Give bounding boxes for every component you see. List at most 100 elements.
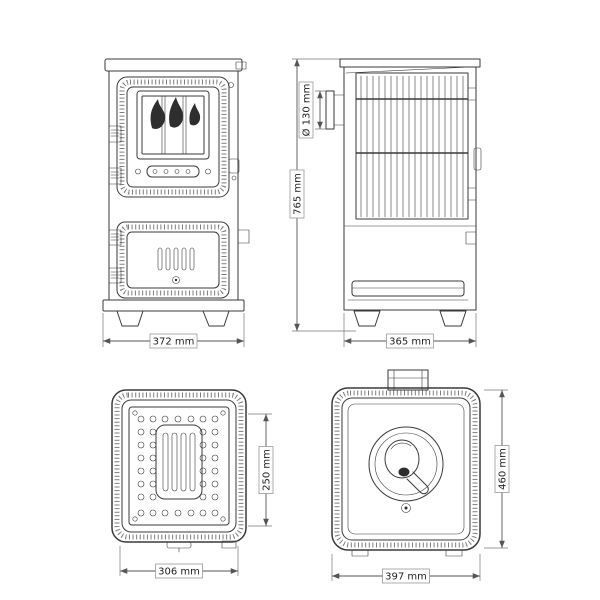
vent-hole (149, 415, 157, 423)
vent-hole (137, 493, 145, 501)
flame-graphic (150, 97, 201, 129)
ash-lever (237, 229, 250, 244)
ash-lever (465, 231, 477, 245)
grill-rails (356, 98, 468, 154)
fire-door-inner (126, 86, 220, 188)
foot-right (202, 310, 230, 327)
vent-hole (199, 467, 207, 475)
vent-hole (199, 493, 207, 501)
bottom-lever (166, 541, 192, 553)
fire-door (108, 76, 240, 198)
top-inner-frame (341, 397, 471, 541)
dimension-back-height: 250 mm (248, 413, 274, 527)
vent-hole (149, 428, 157, 436)
stove-body (343, 66, 477, 311)
bottom-tab (221, 540, 237, 549)
foot-front (353, 310, 381, 327)
vent-hole (199, 428, 207, 436)
ash-door-inner (126, 231, 220, 289)
vent-hole (149, 454, 157, 462)
glass-mullions (161, 95, 187, 155)
dimension-side-depth: 365 mm (343, 313, 477, 349)
dimension-label: 365 mm (389, 337, 431, 348)
dimension-label: 460 mm (498, 448, 509, 490)
vent-hole (211, 509, 219, 517)
bottom-tab-left (351, 549, 369, 557)
hinge-block-bottom (467, 187, 477, 201)
vent-hole (187, 415, 195, 423)
ash-vent-slots (157, 247, 195, 271)
dimension-label: 250 mm (262, 449, 273, 491)
top-plate (104, 58, 243, 72)
vent-knob (172, 276, 180, 284)
vent-hole (211, 454, 219, 462)
side-view: 765 mm Ø 130 mm (289, 58, 482, 349)
vent-hole (211, 467, 219, 475)
vent-hole (174, 509, 182, 517)
glass-frame (136, 90, 210, 160)
chimney-stub (387, 369, 429, 391)
flue-collar (325, 90, 345, 130)
vent-hole (211, 415, 219, 423)
ash-door-frame (116, 221, 230, 299)
dimension-label: 765 mm (293, 173, 304, 215)
dimension-back-width: 306 mm (119, 546, 239, 579)
heat-exchanger-grill (355, 72, 469, 220)
damper-handle (384, 439, 429, 495)
vent-hole (137, 415, 145, 423)
top-hatch-border (334, 390, 478, 548)
vent-hole (199, 415, 207, 423)
vent-hole (149, 493, 157, 501)
vent-hole (211, 428, 219, 436)
top-rail (345, 66, 471, 74)
panel-inner-frame (121, 399, 237, 533)
ash-door-hatch-border (119, 224, 227, 296)
dimension-label: Ø 130 mm (301, 84, 313, 137)
vent-hole (187, 509, 195, 517)
damper-lever (235, 61, 247, 70)
vent-hole (199, 454, 207, 462)
damper-knob (401, 503, 411, 513)
corner-screws (132, 410, 226, 522)
dimension-label: 306 mm (158, 567, 200, 578)
top-outer-frame (331, 387, 481, 551)
grill-fins (360, 75, 464, 218)
hinge-upper (108, 125, 122, 143)
ash-door (108, 221, 250, 299)
vent-hole (137, 428, 145, 436)
vent-hole (137, 480, 145, 488)
perforated-panel (128, 406, 230, 526)
vent-hole (137, 454, 145, 462)
dimension-front-width: 372 mm (102, 313, 245, 349)
back-panel-view: 306 mm 250 mm (111, 389, 274, 579)
vent-hole (174, 415, 182, 423)
vent-hole (149, 480, 157, 488)
fire-door-frame (116, 76, 230, 198)
side-door-edge (467, 77, 482, 209)
hinge-upper (108, 229, 122, 246)
foot-rear (439, 310, 467, 327)
vent-hole (137, 509, 145, 517)
dimension-label: 372 mm (153, 337, 195, 348)
hinge-block-top (467, 87, 477, 101)
base-plate (102, 299, 245, 312)
dimension-top-width: 397 mm (331, 554, 481, 584)
central-vent (155, 424, 203, 500)
dimension-label: 397 mm (385, 572, 427, 583)
vent-hole (211, 480, 219, 488)
vent-hole (137, 467, 145, 475)
vent-hole (149, 441, 157, 449)
vent-hole-grid (137, 415, 219, 517)
hinge-lower (108, 167, 122, 185)
top-view: 397 mm 460 mm (331, 369, 510, 584)
ash-drawer (351, 280, 465, 297)
panel-hatch-border (114, 392, 244, 540)
glass-window (141, 95, 205, 155)
door-pin (228, 82, 234, 88)
vent-hole (211, 493, 219, 501)
vent-hole (149, 467, 157, 475)
door-handle (473, 147, 482, 171)
top-plate (339, 58, 481, 68)
